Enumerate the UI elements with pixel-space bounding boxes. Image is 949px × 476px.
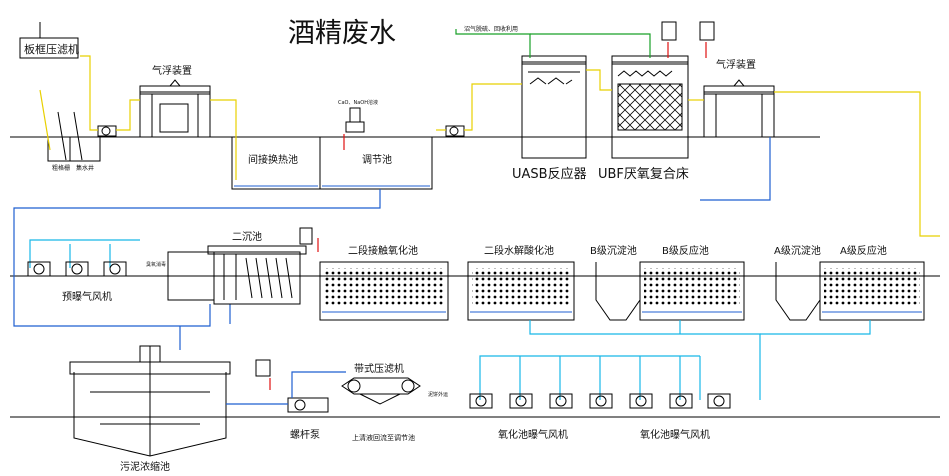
- water-flow-lines: [13, 137, 771, 350]
- wastewater-flow-top: [80, 55, 940, 237]
- oxidation-blowers-group-2: [589, 393, 731, 409]
- mud-cake-note: 泥饼外运: [428, 391, 448, 398]
- uasb-reactor: [521, 55, 587, 159]
- secondary-settling-label: 二沉池: [232, 230, 262, 243]
- air-float-device-right: [703, 79, 775, 138]
- air-float-device-left: [139, 79, 211, 138]
- ubf-label: UBF厌氧复合床: [598, 167, 689, 182]
- diagram-title: 酒精废水: [288, 18, 396, 49]
- grille-label: 粗格栅: [52, 164, 70, 172]
- air-float-left-label: 气浮装置: [152, 64, 192, 77]
- well-label: 集水井: [76, 164, 94, 172]
- sludge-thickener: [69, 345, 231, 457]
- b-reactor-pool: [639, 261, 745, 321]
- b-settling-pool: [595, 262, 641, 321]
- settling-dosing-tank: [299, 227, 319, 252]
- oxidation-blower-label-2: 氧化池曝气风机: [640, 428, 710, 441]
- indirect-heat-pool-label: 间接换热池: [248, 153, 298, 166]
- a-settling-pool: [775, 262, 821, 321]
- ubf-dosing-tanks: [661, 21, 715, 58]
- a-reactor-pool: [819, 261, 925, 321]
- sludge-dosing-tank: [255, 359, 271, 390]
- grille-well: [39, 89, 101, 162]
- dosing-tank: [343, 107, 365, 150]
- sludge-thickener-label: 污泥浓缩池: [120, 460, 170, 473]
- biogas-note: 沼气脱硫、回收利用: [464, 25, 518, 33]
- contact-oxidation-label: 二段接触氧化池: [348, 244, 418, 257]
- b-settling-label: B级沉淀池: [590, 244, 637, 257]
- b-reactor-label: B级反应池: [662, 244, 709, 257]
- belt-filter-press: [341, 377, 421, 405]
- regulating-pool-label: 调节池: [362, 153, 392, 166]
- dosing-note: CaO、NaOH溶液: [338, 99, 378, 106]
- air-float-right-label: 气浮装置: [716, 58, 756, 71]
- lift-pump-icon: [97, 125, 117, 137]
- regulating-pool: [319, 136, 433, 190]
- belt-press-label: 带式压滤机: [354, 362, 404, 375]
- a-settling-label: A级沉淀池: [774, 244, 821, 257]
- oxidation-blower-label-1: 氧化池曝气风机: [498, 428, 568, 441]
- a-reactor-label: A级反应池: [840, 244, 887, 257]
- screw-pump: [226, 371, 346, 413]
- secondary-settling-tank: [207, 245, 307, 305]
- oxidation-blowers-group-1: [469, 393, 573, 409]
- contact-oxidation-pool: [319, 261, 449, 321]
- hydrolysis-label: 二段水解酸化池: [484, 244, 554, 257]
- screw-pump-label: 螺杆泵: [290, 429, 320, 441]
- aeration-air-lines: [479, 320, 871, 400]
- filter-press-label: 板框压滤机: [24, 42, 79, 56]
- pre-aeration-blower-label: 预曝气风机: [62, 290, 112, 303]
- biogas-pipe: [455, 29, 531, 58]
- ubf-reactor: [611, 55, 689, 159]
- filter-press-box: [19, 37, 79, 59]
- hydrolysis-acidification-pool: [467, 261, 575, 321]
- supernatant-note: 上清液回流至调节池: [352, 433, 415, 442]
- ozone-note: 臭氧消毒: [146, 261, 166, 268]
- uasb-label: UASB反应器: [512, 166, 587, 182]
- uasb-feed-pump-icon: [445, 125, 465, 137]
- pre-aeration-blowers: [27, 239, 140, 277]
